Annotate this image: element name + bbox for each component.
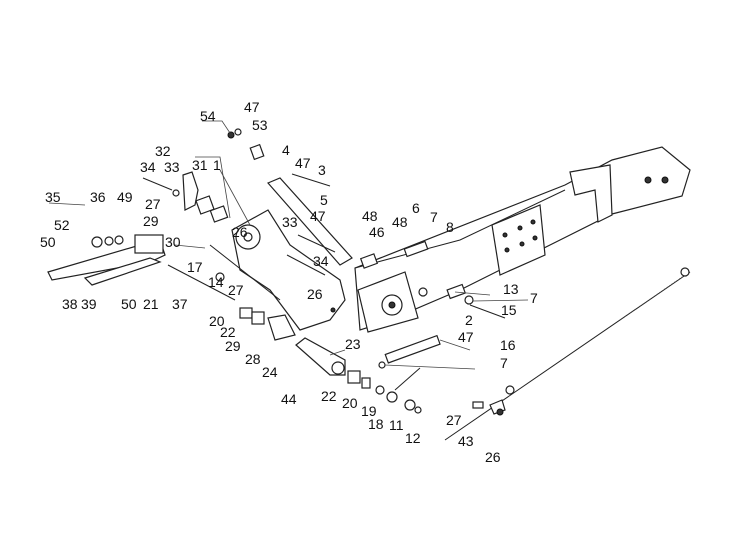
- callout-22: 22: [321, 388, 337, 404]
- lower-parts: [239, 307, 422, 414]
- callout-50: 50: [121, 296, 137, 312]
- callout-54: 54: [200, 108, 216, 124]
- link-rod: [227, 128, 353, 276]
- callout-46: 46: [369, 224, 385, 240]
- callout-47: 47: [244, 99, 260, 115]
- callout-33: 33: [282, 214, 298, 230]
- callout-2: 2: [465, 312, 473, 328]
- callout-labels: 54 47 53 4 47 3 32 34 33 31 1 35 36 49 5…: [40, 99, 538, 465]
- callout-4: 4: [282, 142, 290, 158]
- callout-7: 7: [530, 290, 538, 306]
- callout-21: 21: [143, 296, 159, 312]
- callout-35: 35: [45, 189, 61, 205]
- callout-29: 29: [143, 213, 159, 229]
- callout-27: 27: [446, 412, 462, 428]
- lever-plate: [231, 209, 346, 331]
- frame-beam: [354, 146, 691, 333]
- callout-26: 26: [485, 449, 501, 465]
- callout-44: 44: [281, 391, 297, 407]
- callout-34: 34: [140, 159, 156, 175]
- callout-1: 1: [213, 157, 221, 173]
- callout-5: 5: [320, 192, 328, 208]
- callout-15: 15: [501, 302, 517, 318]
- callout-31: 31: [192, 157, 208, 173]
- callout-11: 11: [389, 417, 404, 433]
- callout-32: 32: [155, 143, 171, 159]
- callout-17: 17: [187, 259, 203, 275]
- pedal-arms: [47, 234, 166, 286]
- callout-52: 52: [54, 217, 70, 233]
- callout-47: 47: [295, 155, 311, 171]
- callout-20: 20: [342, 395, 358, 411]
- callout-39: 39: [81, 296, 97, 312]
- callout-49: 49: [117, 189, 133, 205]
- callout-34: 34: [313, 253, 329, 269]
- callout-23: 23: [345, 336, 361, 352]
- callout-28: 28: [245, 351, 261, 367]
- callout-7: 7: [500, 355, 508, 371]
- cable: [444, 267, 691, 441]
- callout-19: 19: [361, 403, 377, 419]
- callout-24: 24: [262, 364, 278, 380]
- callout-16: 16: [500, 337, 516, 353]
- callout-36: 36: [90, 189, 106, 205]
- callout-43: 43: [458, 433, 474, 449]
- callout-29: 29: [225, 338, 241, 354]
- callout-13: 13: [503, 281, 519, 297]
- callout-27: 27: [228, 282, 244, 298]
- callout-3: 3: [318, 162, 326, 178]
- callout-47: 47: [310, 208, 326, 224]
- callout-27: 27: [145, 196, 161, 212]
- leader-lines: [48, 120, 529, 370]
- callout-8: 8: [446, 219, 454, 235]
- rod: [167, 264, 236, 301]
- callout-6: 6: [412, 200, 420, 216]
- callout-30: 30: [165, 234, 181, 250]
- callout-50: 50: [40, 234, 56, 250]
- callout-20: 20: [209, 313, 225, 329]
- callout-22: 22: [220, 324, 236, 340]
- callout-53: 53: [252, 117, 268, 133]
- callout-12: 12: [405, 430, 421, 446]
- callout-37: 37: [172, 296, 188, 312]
- callout-38: 38: [62, 296, 78, 312]
- callout-48: 48: [362, 208, 378, 224]
- callout-33: 33: [164, 159, 180, 175]
- callout-48: 48: [392, 214, 408, 230]
- arm-bracket: [142, 171, 281, 301]
- callout-47: 47: [458, 329, 474, 345]
- callout-7: 7: [430, 209, 438, 225]
- callout-18: 18: [368, 416, 384, 432]
- callout-14: 14: [208, 274, 224, 290]
- small-parts: [359, 240, 506, 369]
- callout-26: 26: [307, 286, 323, 302]
- callout-26: 26: [232, 224, 248, 240]
